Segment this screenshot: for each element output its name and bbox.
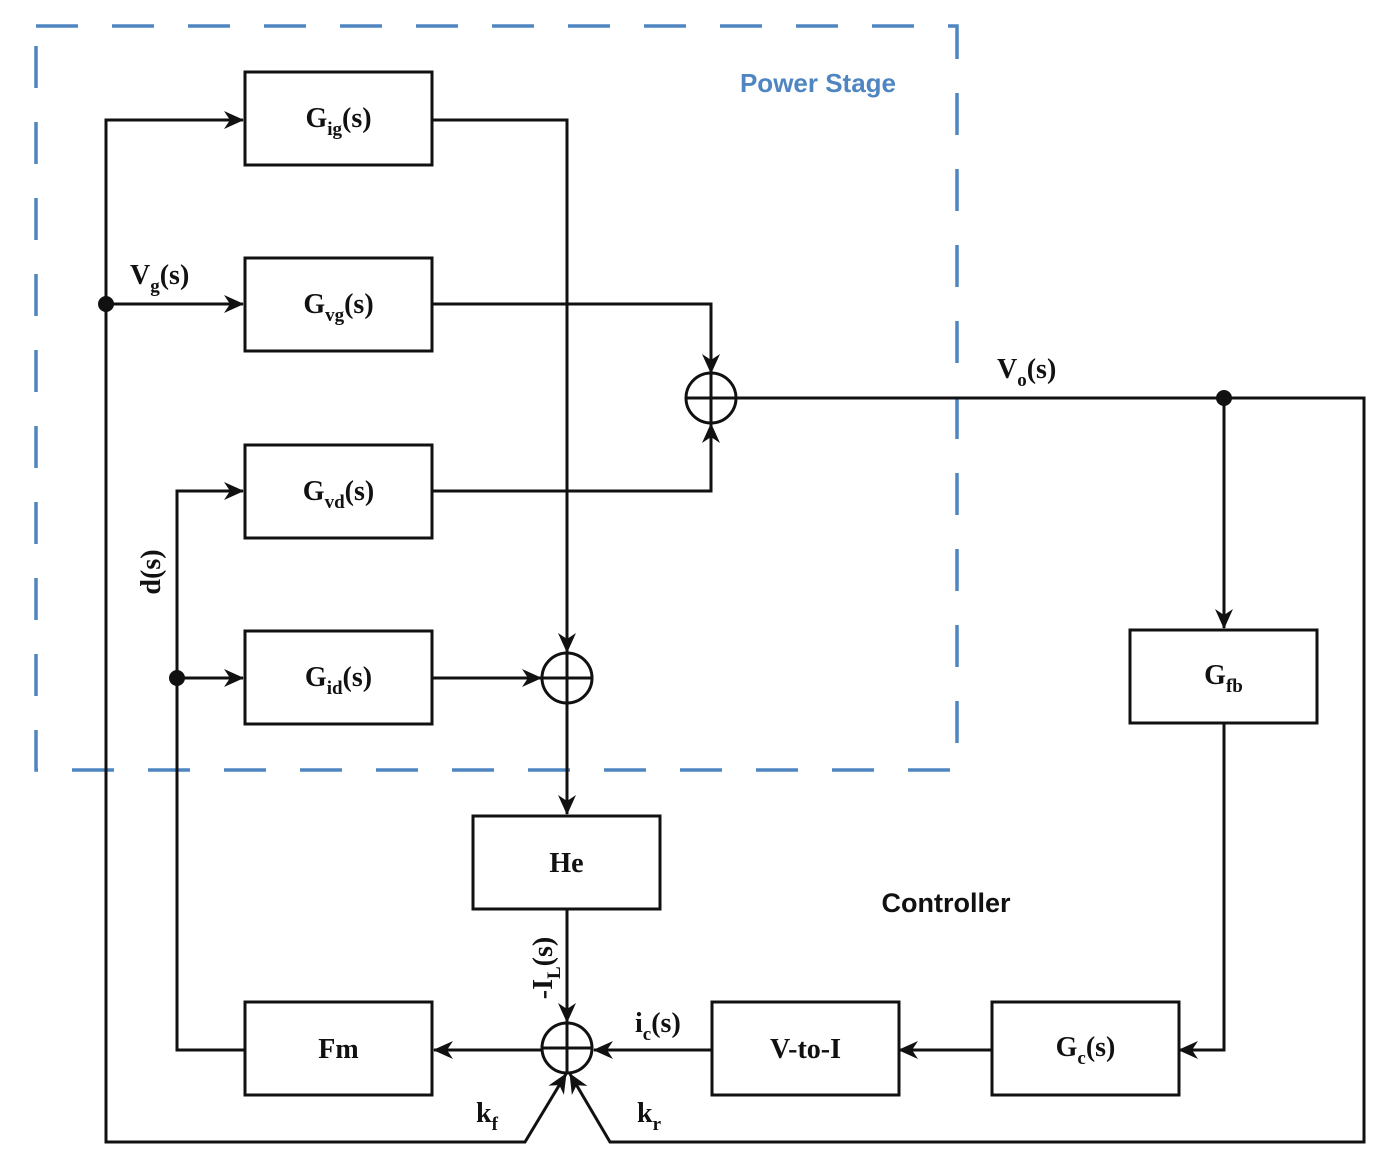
power-stage-boundary bbox=[34, 24, 959, 772]
signal-label-kr: kr bbox=[637, 1098, 662, 1135]
signal-label-ic: ic(s) bbox=[635, 1008, 681, 1045]
summing-junction-controller bbox=[540, 1021, 594, 1075]
wire-vg-to-gig bbox=[104, 111, 244, 304]
svg-text:Gvd(s): Gvd(s) bbox=[303, 476, 374, 513]
junction-dot-vg bbox=[98, 296, 114, 312]
block-gfb: Gfb bbox=[1128, 628, 1319, 725]
block-gvd: Gvd(s) bbox=[243, 443, 434, 540]
wire-fm-to-d bbox=[175, 678, 245, 1052]
block-he: He bbox=[471, 814, 662, 911]
junction-dot-vo bbox=[1216, 390, 1232, 406]
wire-d-to-gvd bbox=[175, 482, 244, 678]
signal-label-kf: kf bbox=[476, 1098, 499, 1135]
wire-gfb-to-gc bbox=[1178, 722, 1226, 1059]
wire-gvd-to-sum-vo bbox=[432, 423, 720, 493]
controller-label: Controller bbox=[881, 888, 1010, 918]
wire-vg-to-kf bbox=[104, 304, 568, 1144]
block-gc: Gc(s) bbox=[990, 1000, 1181, 1097]
block-v-to-i: V-to-I bbox=[710, 1000, 901, 1097]
svg-text:Fm: Fm bbox=[318, 1034, 358, 1065]
wire-gvg-to-sum-vo bbox=[432, 302, 720, 374]
svg-text:Gig(s): Gig(s) bbox=[305, 103, 371, 140]
wire-gig-to-sum-il bbox=[432, 118, 576, 653]
signal-label-d: d(s) bbox=[136, 549, 167, 594]
summing-junction-il bbox=[540, 651, 594, 705]
wire-vo-out bbox=[568, 396, 1366, 1144]
signal-label-il: -IL(s) bbox=[528, 937, 565, 999]
power-stage-label: Power Stage bbox=[740, 68, 896, 98]
block-gid: Gid(s) bbox=[243, 629, 434, 726]
svg-text:V-to-I: V-to-I bbox=[770, 1034, 841, 1065]
svg-text:He: He bbox=[549, 848, 583, 879]
block-gvg: Gvg(s) bbox=[243, 256, 434, 353]
summing-junction-vo bbox=[684, 371, 738, 425]
block-gig: Gig(s) bbox=[243, 70, 434, 167]
signal-label-vo: Vo(s) bbox=[997, 354, 1056, 391]
signal-label-vg: Vg(s) bbox=[130, 260, 189, 297]
svg-text:Gfb: Gfb bbox=[1204, 660, 1243, 697]
svg-text:Gid(s): Gid(s) bbox=[305, 662, 372, 699]
svg-text:Gc(s): Gc(s) bbox=[1056, 1032, 1116, 1069]
svg-text:Gvg(s): Gvg(s) bbox=[303, 289, 373, 326]
block-fm: Fm bbox=[243, 1000, 434, 1097]
junction-dot-d bbox=[169, 670, 185, 686]
